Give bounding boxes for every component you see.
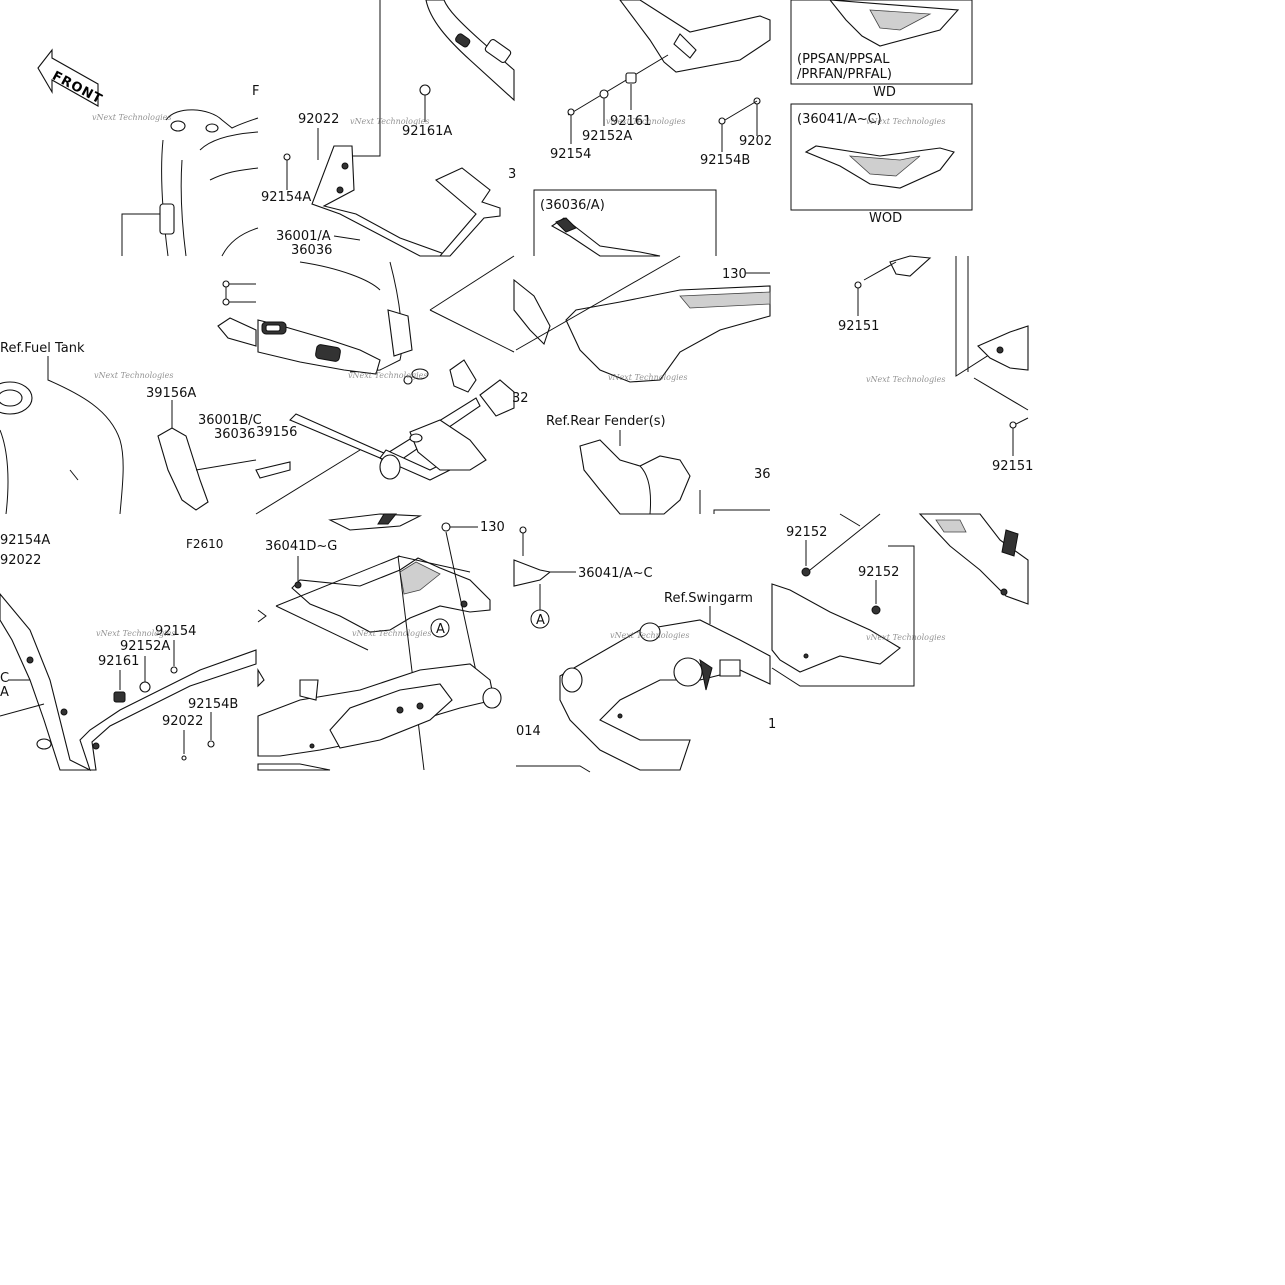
wod-caption: WOD: [869, 211, 902, 226]
part-92022-label: 92022: [298, 112, 339, 127]
reference-circle-a: [430, 618, 450, 638]
side-cover-36001: [311, 0, 515, 257]
watermark: vNext Technologies: [94, 371, 173, 380]
box-36036A-label: (36036/A): [540, 198, 605, 213]
part-92154A-bot-label: 92154A: [0, 533, 50, 548]
watermark: vNext Technologies: [606, 117, 685, 126]
part-36001A-label: 36001/A: [276, 229, 331, 244]
nut-92161: [625, 72, 637, 84]
leader-line: [121, 213, 160, 256]
part-c-label: C: [0, 671, 9, 686]
watermark: vNext Technologies: [96, 629, 175, 638]
circle-a2-label: A: [536, 613, 545, 628]
rear-fender: [579, 439, 691, 515]
part-39156A-label: 39156A: [146, 386, 196, 401]
seat-cover-end: [513, 559, 552, 587]
part-130-mid-label: 130: [722, 267, 747, 282]
watermark-layer: vNext Technologies vNext Technologies vN…: [92, 113, 945, 642]
box-36041-label: (36041/A~C): [797, 112, 882, 127]
collar-92152-b: [871, 605, 881, 615]
part-92154-label: 92154: [550, 147, 591, 162]
part-92154B-bot-label: 92154B: [188, 697, 238, 712]
fuel-tank-upper: [159, 109, 259, 257]
part-92022-bot-label: 92022: [0, 553, 41, 568]
heat-shield-39156A: [157, 427, 209, 511]
part-92022-b2-label: 92022: [162, 714, 203, 729]
ref-fuel-tank-label: Ref.Fuel Tank: [0, 341, 85, 356]
part-92152-label-a: 92152: [786, 525, 827, 540]
panel-bracket: [977, 325, 1029, 371]
part-92151-label-b: 92151: [992, 459, 1033, 474]
collar-92152A: [599, 89, 609, 99]
part-92154B-label: 92154B: [700, 153, 750, 168]
f2610-label: F2610: [186, 537, 223, 551]
reference-circle-a2: [530, 609, 550, 629]
side-panel-mid: [513, 278, 771, 383]
frame-rear: [328, 513, 423, 531]
part-a-label: A: [0, 685, 9, 700]
box-wod: (36041/A~C) WOD: [790, 103, 973, 226]
box-36036A: (36036/A): [533, 189, 717, 257]
wd-caption: WD: [873, 85, 896, 100]
tank-cover-mid: [257, 261, 413, 375]
bracket-part: [217, 317, 257, 347]
leader-line: [336, 0, 381, 157]
panel-edge: [889, 255, 932, 277]
part-92151-label-a: 92151: [838, 319, 879, 334]
box-wd-line2: /PRFAN/PRFAL): [797, 67, 892, 82]
watermark: vNext Technologies: [352, 629, 431, 638]
part-92161-label: 92161: [610, 114, 651, 129]
side-cover-rail: [0, 593, 257, 772]
watermark: vNext Technologies: [348, 371, 427, 380]
part-9202-label: 9202: [739, 134, 772, 149]
part-014-label: 014: [516, 724, 541, 739]
swingarm: [559, 619, 771, 771]
watermark: vNext Technologies: [866, 375, 945, 384]
grommet-92161A: [419, 84, 431, 96]
part-92161A-label: 92161A: [402, 124, 452, 139]
box-wd: (PPSAN/PPSAL /PRFAN/PRFAL) WD: [790, 0, 973, 100]
part-39156-label: 39156: [256, 425, 297, 440]
part-36001B-label: 36001B/C: [198, 413, 262, 428]
watermark: vNext Technologies: [610, 631, 689, 640]
bolt-92154: [567, 108, 575, 116]
part-36036-label: 36036: [291, 243, 332, 258]
part-130-bot-label: 130: [480, 520, 505, 535]
seat-cover-36041DG: [291, 557, 491, 633]
rear-subframe: [257, 663, 502, 771]
part-92152A-label: 92152A: [582, 129, 632, 144]
collar-92152-a: [801, 567, 811, 577]
watermark: vNext Technologies: [866, 633, 945, 642]
part-1-label: 1: [768, 717, 776, 732]
part-92161-bot-label: 92161: [98, 654, 139, 669]
watermark: vNext Technologies: [866, 117, 945, 126]
box-wd-line1: (PPSAN/PPSAL: [797, 52, 890, 67]
part-92152-label-b: 92152: [858, 565, 899, 580]
fuel-tank-body: [0, 356, 124, 515]
circle-a-label: A: [436, 622, 445, 637]
ref-swingarm-label: Ref.Swingarm: [664, 591, 753, 606]
part-92154-bot-label: 92154: [155, 624, 196, 639]
rear-panel-bracket: [771, 513, 1029, 673]
ref-label-f: F: [252, 84, 259, 99]
part-36036-mid-label: 36036: [214, 427, 255, 442]
watermark: vNext Technologies: [608, 373, 687, 382]
ref-rear-fender-label: Ref.Rear Fender(s): [546, 414, 666, 429]
watermark: vNext Technologies: [92, 113, 171, 122]
inner-panel-top: [434, 167, 501, 257]
watermark: vNext Technologies: [350, 117, 429, 126]
part-32-label: 32: [512, 391, 529, 406]
tail-cover-top: [619, 0, 771, 73]
part-92152A-bot-label: 92152A: [120, 639, 170, 654]
frame-subframe: [255, 255, 515, 515]
part-36-mid-label: 36: [754, 467, 771, 482]
part-92154A-label: 92154A: [261, 190, 311, 205]
part-36041DG-label: 36041D~G: [265, 539, 337, 554]
part-3-label: 3: [508, 167, 516, 182]
part-36041AC-label: 36041/A~C: [578, 566, 653, 581]
front-arrow: FRONT: [37, 48, 105, 108]
